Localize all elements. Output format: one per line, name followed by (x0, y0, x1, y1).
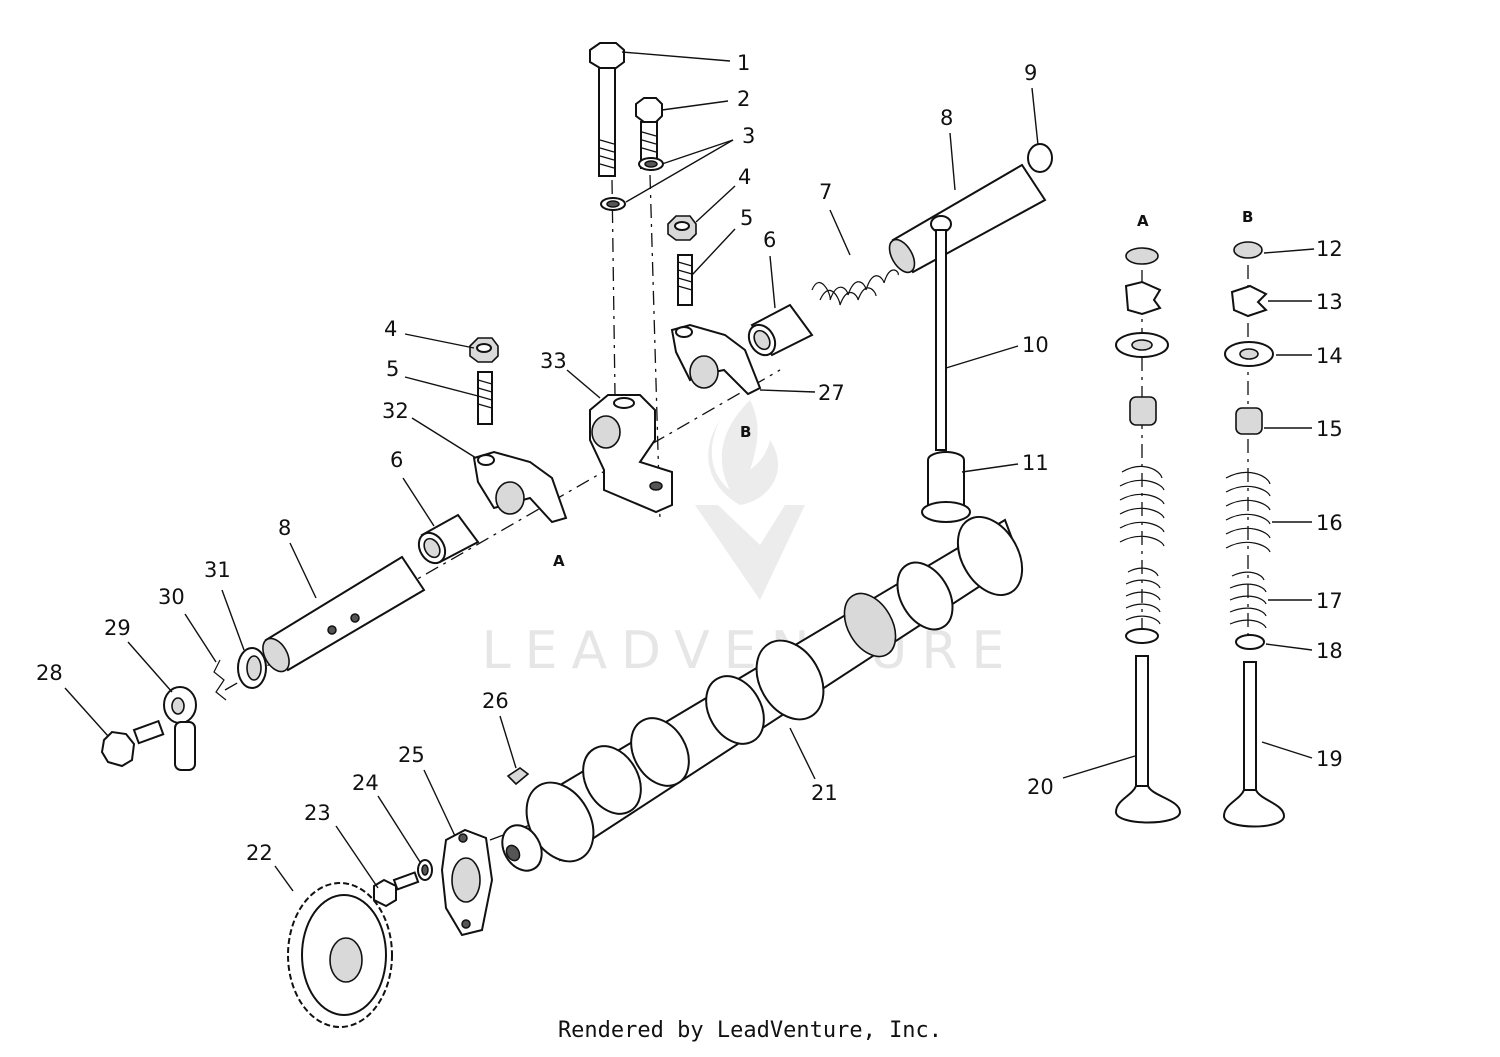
leader-lines (64, 51, 1315, 892)
ref-letter-a-valve: A (1137, 212, 1149, 230)
callout-12: 12 (1316, 237, 1343, 261)
callout-numbers: 1 2 3 4 4 5 5 6 6 7 8 8 9 10 11 12 13 14… (36, 51, 1343, 865)
washer-pair (600, 157, 664, 211)
callout-21: 21 (811, 781, 838, 805)
callout-25: 25 (398, 743, 425, 767)
valve-train-a (1114, 247, 1182, 824)
shaft-bolt (100, 719, 165, 768)
callout-9: 9 (1024, 61, 1037, 85)
callout-8-lower: 8 (278, 516, 291, 540)
nut-lower (469, 337, 499, 363)
callout-24: 24 (352, 771, 379, 795)
callout-26: 26 (482, 689, 509, 713)
camshaft (501, 516, 1024, 872)
short-bolt (635, 97, 663, 169)
bushing-upper (747, 303, 814, 357)
rocker-support (589, 394, 673, 514)
ref-letter-a-arm: A (553, 552, 565, 570)
cam-gear (287, 882, 393, 1028)
footer-credit: Rendered by LeadVenture, Inc. (557, 1018, 943, 1043)
callout-28: 28 (36, 661, 63, 685)
valve-train-b (1222, 241, 1286, 828)
callout-27: 27 (818, 381, 845, 405)
callout-14: 14 (1316, 344, 1343, 368)
push-rod (930, 215, 952, 451)
locating-pin (163, 686, 197, 771)
callout-1: 1 (737, 51, 750, 75)
callout-2: 2 (737, 87, 750, 111)
gear-bolt (373, 871, 420, 908)
callout-16: 16 (1316, 511, 1343, 535)
callout-31: 31 (204, 558, 231, 582)
watermark: LEADVENTURE (482, 400, 1019, 681)
callout-7: 7 (819, 180, 832, 204)
callout-19: 19 (1316, 747, 1343, 771)
callout-10: 10 (1022, 333, 1049, 357)
adjusting-screw-lower (477, 371, 493, 425)
rocker-shaft-lower (262, 555, 426, 673)
callout-13: 13 (1316, 290, 1343, 314)
callout-17: 17 (1316, 589, 1343, 613)
callout-30: 30 (158, 585, 185, 609)
callout-11: 11 (1022, 451, 1049, 475)
watermark-v-icon (695, 505, 805, 600)
callout-6-upper: 6 (763, 228, 776, 252)
tappet (921, 451, 971, 523)
rocker-arm-a (472, 450, 568, 524)
woodruff-key (506, 767, 530, 786)
assembly-axes (224, 174, 1249, 841)
callout-3: 3 (742, 124, 755, 148)
callout-32: 32 (382, 399, 409, 423)
reference-letters: A B A B (553, 208, 1253, 570)
shaft-plug (1027, 143, 1053, 173)
bushing-lower (417, 513, 480, 565)
callout-18: 18 (1316, 639, 1343, 663)
lock-washer (417, 859, 433, 881)
callout-23: 23 (304, 801, 331, 825)
callout-6-lower: 6 (390, 448, 403, 472)
rocker-shaft-upper (888, 163, 1047, 274)
callout-29: 29 (104, 616, 131, 640)
ref-letter-b-arm: B (740, 423, 751, 441)
callout-8-upper: 8 (940, 106, 953, 130)
callout-5-lower: 5 (386, 357, 399, 381)
callout-33: 33 (540, 349, 567, 373)
nut-upper (667, 215, 697, 241)
ref-letter-b-valve: B (1242, 208, 1253, 226)
rocker-arm-b (670, 323, 762, 396)
callout-4-lower: 4 (384, 317, 397, 341)
shaft-washer (237, 647, 267, 689)
watermark-text: LEADVENTURE (482, 621, 1019, 681)
long-bolt (589, 42, 625, 177)
watermark-flame-icon (708, 400, 779, 505)
callout-20: 20 (1027, 775, 1054, 799)
rocker-spring (811, 269, 899, 306)
adjusting-screw-upper (677, 254, 693, 306)
retaining-clip (213, 659, 227, 701)
callout-15: 15 (1316, 417, 1343, 441)
callout-22: 22 (246, 841, 273, 865)
callout-4-upper: 4 (738, 165, 751, 189)
callout-5-upper: 5 (740, 206, 753, 230)
thrust-plate (440, 828, 494, 937)
